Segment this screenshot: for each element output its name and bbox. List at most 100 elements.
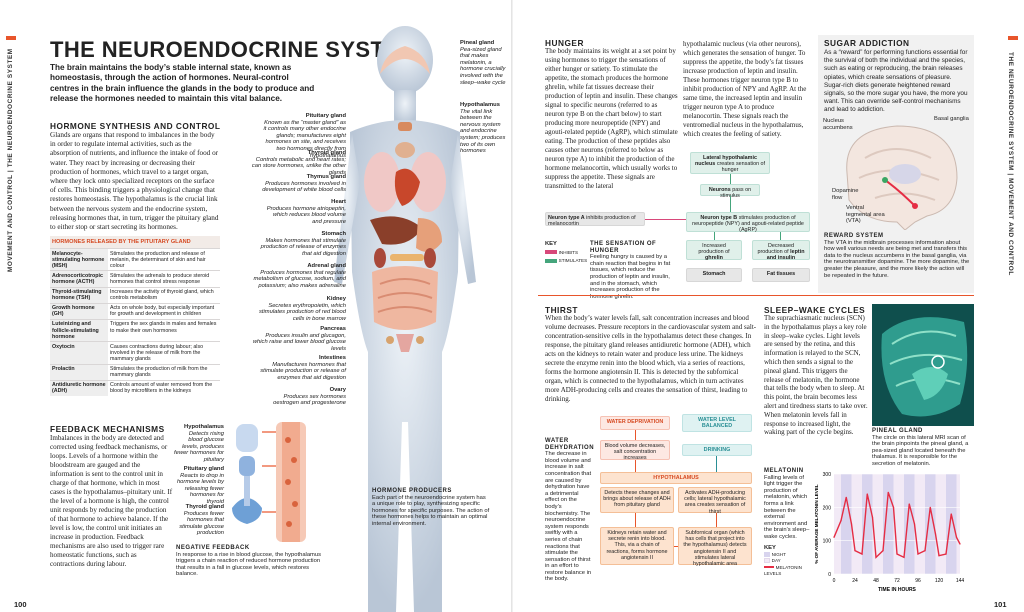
y-tick-label: 300: [823, 472, 832, 478]
x-tick-label: 144: [956, 578, 965, 584]
table-row: Growth hormone (GH)Acts on whole body, b…: [50, 302, 220, 320]
box-title: Neuron type B: [700, 215, 738, 221]
table-heading: HORMONES RELEASED BY THE PITUITARY GLAND: [50, 236, 220, 249]
data-point: [866, 493, 868, 495]
data-point: [917, 553, 919, 555]
label-title: Ovary: [329, 387, 346, 393]
label-text: Produces fewer hormones that stimulate g…: [179, 510, 224, 537]
water-dehydration-caption: WATER DEHYDRATION The decrease in blood …: [545, 438, 594, 583]
label-title: Stomach: [321, 231, 346, 237]
label-title: Thyroid gland: [185, 504, 224, 510]
left-sidebar: MOVEMENT AND CONTROL | THE NEUROENDOCRIN…: [0, 0, 22, 612]
thyroid-graphic: [232, 498, 262, 524]
label-text: Controls metabolic and heart rates; can …: [251, 156, 346, 176]
caption-title: REWARD SYSTEM: [824, 233, 884, 239]
glucose-dot: [286, 521, 292, 527]
flow-arrow: [635, 430, 636, 440]
hormone-desc: Increases the activity of thyroid gland,…: [108, 286, 220, 304]
thirst-heading: THIRST: [545, 305, 578, 315]
hormone-name: Thyroid-stimulating hormone (TSH): [50, 286, 108, 304]
label-text: Known as the “master gland” as it contro…: [263, 119, 347, 159]
label-title: Intestines: [318, 355, 346, 361]
label-text: The vital link between the nervous syste…: [460, 108, 506, 155]
label-text: Makes hormones that stimulate production…: [260, 237, 346, 257]
lateral-hypothalamic-box: Lateral hypothalamic nucleus creates sen…: [690, 152, 770, 174]
hormone-name: Prolactin: [50, 363, 108, 381]
mri-cerebellum: [912, 367, 948, 400]
mri-scan-image: [872, 304, 974, 426]
label-title: Pineal gland: [460, 40, 495, 46]
label-dopamine-flow: Dopamine flow: [832, 188, 859, 201]
y-axis-label: % OF AVERAGE MELATONIN LEVEL: [814, 484, 819, 564]
glucose-dot: [285, 479, 291, 485]
negative-feedback-caption: NEGATIVE FEEDBACK In response to a rise …: [176, 545, 326, 578]
day-swatch: [764, 558, 770, 564]
ovary-right: [416, 336, 424, 344]
night-band: [841, 474, 852, 574]
label-text: Produces hormone atriopeptin, which redu…: [266, 205, 346, 225]
data-point: [934, 533, 937, 535]
glucose-dot: [291, 457, 297, 463]
label-nucleus-accumbens: Nucleus accumbens: [823, 118, 853, 131]
flow-arrow: [730, 196, 731, 212]
key-title: KEY: [764, 545, 776, 551]
flow-arrow: [716, 513, 717, 527]
brain-graphic: [380, 46, 430, 74]
left-arm: [334, 134, 360, 284]
box-title: Neurons: [708, 187, 731, 193]
sleep-text: The suprachiasmatic nucleus (SCN) in the…: [764, 314, 868, 437]
label-title: Kidney: [326, 296, 346, 302]
hormone-producers-caption: HORMONE PRODUCERS Each part of the neuro…: [372, 488, 490, 528]
data-point: [950, 513, 952, 515]
box-text: Increased production of: [698, 243, 730, 256]
page-number-right: 101: [994, 600, 1007, 609]
label-text: Reacts to drop in hormone levels by rele…: [176, 472, 224, 505]
x-tick-label: 72: [894, 578, 900, 584]
key-label: INHIBITS: [558, 249, 579, 255]
caption-title: MELATONIN: [764, 468, 804, 474]
caption-text: Falling levels of light trigger the prod…: [764, 474, 810, 540]
right-sidebar: THE NEUROENDOCRINE SYSTEM | MOVEMENT AND…: [1002, 0, 1024, 612]
body-figure: [334, 26, 476, 612]
data-point: [908, 503, 910, 505]
sensation-of-hunger-caption: THE SENSATION OF HUNGER Feeling hungry i…: [590, 241, 680, 300]
page-number-left: 100: [14, 600, 27, 609]
intestines-organ: [372, 266, 438, 330]
data-point: [854, 550, 856, 552]
label-title: Pituitary gland: [183, 466, 224, 472]
data-point: [955, 536, 958, 538]
y-tick-label: 0: [828, 572, 831, 578]
ovary-left: [386, 336, 394, 344]
flow-arrow: [714, 232, 715, 240]
sidebar-accent: [6, 36, 16, 40]
kidney-right: [424, 248, 436, 268]
flow-arrow: [730, 174, 731, 184]
label-text: Produces sex hormones oestrogen and prog…: [273, 393, 346, 407]
neuron-type-a-box: Neuron type A inhibits production of mel…: [545, 212, 645, 227]
caption-title: PINEAL GLAND: [872, 428, 923, 434]
pituitary-hormone-table: HORMONES RELEASED BY THE PITUITARY GLAND…: [50, 236, 220, 396]
neuron-type-b-box: Neuron type B stimulates production of n…: [686, 212, 810, 233]
y-tick-label: 100: [823, 539, 832, 545]
label-title: Hypothalamus: [460, 102, 500, 108]
activates-adh-box: Activates ADH-producing cells; lateral h…: [678, 487, 752, 515]
data-point: [959, 543, 961, 545]
data-point: [929, 506, 931, 508]
stimulates-swatch: [545, 258, 557, 263]
melatonin-caption: MELATONIN Falling levels of light trigge…: [764, 468, 812, 541]
data-point: [845, 496, 847, 498]
liver-organ: [370, 216, 422, 245]
fat-tissues-box: Fat tissues: [752, 268, 810, 282]
lung-right: [410, 152, 446, 212]
uterus-organ: [396, 334, 414, 352]
label-basal-ganglia: Basal ganglia: [934, 116, 969, 122]
x-tick-label: 24: [852, 578, 858, 584]
label-title: Hypothalamus: [184, 424, 224, 430]
